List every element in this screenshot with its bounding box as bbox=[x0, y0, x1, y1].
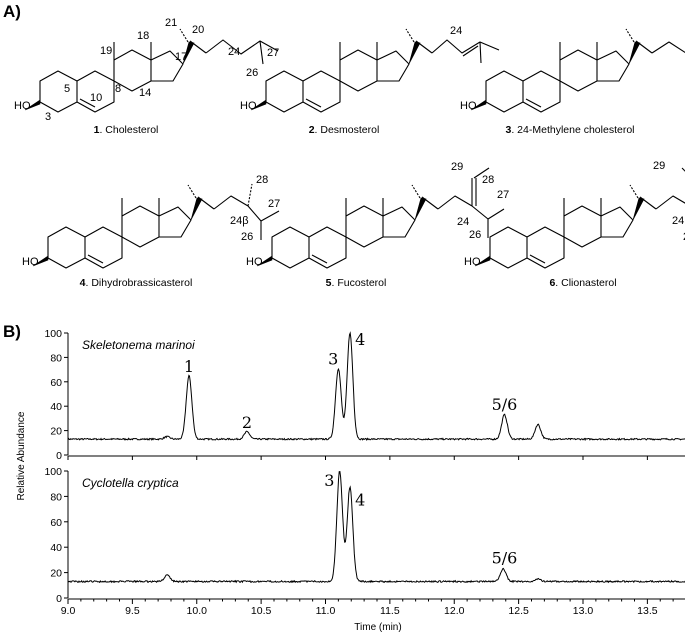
atom-label-24beta: 24β bbox=[672, 215, 685, 227]
ho-label: HO bbox=[246, 256, 263, 268]
x-tick-label: 13.0 bbox=[573, 605, 594, 617]
chromatogram-trace bbox=[67, 331, 685, 442]
x-tick-label: 9.5 bbox=[125, 605, 140, 617]
y-tick-label: 60 bbox=[50, 517, 62, 529]
panel-a-letter: A) bbox=[3, 2, 21, 21]
structure-cholesterol: HO 3 5 10 8 14 19 18 17 21 20 24 27 26 bbox=[14, 17, 279, 123]
atom-label-27: 27 bbox=[267, 47, 279, 59]
y-tick-label: 60 bbox=[50, 377, 62, 389]
caption-compound-4: 4. Dihydrobrassicasterol bbox=[80, 277, 193, 289]
peak-label: 4 bbox=[355, 330, 365, 349]
atom-label-20: 20 bbox=[192, 24, 204, 36]
y-tick-label: 40 bbox=[50, 401, 62, 413]
x-tick-label: 13.5 bbox=[637, 605, 658, 617]
structure-desmosterol: HO 24 bbox=[240, 25, 500, 113]
y-tick-label: 80 bbox=[50, 491, 62, 503]
atom-label-24: 24 bbox=[228, 46, 240, 58]
caption-compound-5: 5. Fucosterol bbox=[326, 277, 387, 289]
x-axis-label: Time (min) bbox=[354, 622, 401, 633]
atom-label-3: 3 bbox=[45, 111, 51, 123]
atom-label-29: 29 bbox=[451, 161, 463, 173]
x-tick-label: 10.0 bbox=[187, 605, 208, 617]
chart-title: Cyclotella cryptica bbox=[82, 476, 179, 490]
structure-clionasterol: HO 29 28 24β 27 26 bbox=[464, 160, 685, 269]
atom-label-14: 14 bbox=[139, 87, 151, 99]
ho-label: HO bbox=[22, 256, 39, 268]
peak-label: 2 bbox=[242, 413, 252, 432]
atom-label-26: 26 bbox=[683, 231, 685, 243]
atom-label-8: 8 bbox=[115, 83, 121, 95]
atom-label-19: 19 bbox=[100, 45, 112, 57]
x-tick-label: 9.0 bbox=[61, 605, 76, 617]
atom-label-24: 24 bbox=[457, 216, 469, 228]
y-tick-label: 20 bbox=[50, 426, 62, 438]
caption-compound-3: 3. 24-Methylene cholesterol bbox=[506, 124, 635, 136]
ho-label: HO bbox=[14, 100, 31, 112]
structure-fucosterol: HO 29 28 24 27 26 bbox=[246, 161, 509, 269]
y-axis-label: Relative Abundance bbox=[16, 411, 27, 500]
y-tick-label: 40 bbox=[50, 542, 62, 554]
atom-label-24beta: 24β bbox=[230, 215, 249, 227]
atom-label-17: 17 bbox=[175, 51, 187, 63]
y-tick-label: 100 bbox=[44, 328, 62, 340]
atom-label-5: 5 bbox=[64, 83, 70, 95]
ho-label: HO bbox=[460, 100, 477, 112]
y-tick-label: 0 bbox=[56, 593, 62, 605]
structure-24-methylene-cholesterol: HO 28 24 27 26 bbox=[460, 28, 685, 113]
atom-label-27: 27 bbox=[497, 189, 509, 201]
peak-label: 5/6 bbox=[492, 395, 518, 414]
atom-label-26: 26 bbox=[469, 229, 481, 241]
atom-label-29: 29 bbox=[653, 160, 665, 172]
peak-label: 3 bbox=[328, 350, 338, 369]
time-axis: 9.0 9.5 10.0 10.5 11.0 11.5 12.0 12.5 13.0 13.5 bbox=[61, 455, 685, 617]
chart-title: Skeletonema marinoi bbox=[82, 338, 195, 352]
atom-label-28: 28 bbox=[256, 174, 268, 186]
panel-b-letter: B) bbox=[3, 322, 21, 341]
ho-label: HO bbox=[464, 256, 481, 268]
x-tick-label: 11.0 bbox=[316, 605, 336, 617]
atom-label-21: 21 bbox=[165, 17, 177, 29]
peak-label: 1 bbox=[184, 357, 194, 376]
x-tick-label: 10.5 bbox=[251, 605, 272, 617]
y-tick-label: 20 bbox=[50, 568, 62, 580]
structure-dihydrobrassicasterol: HO 28 24β 27 26 bbox=[22, 174, 280, 269]
atom-label-27: 27 bbox=[268, 198, 280, 210]
atom-label-24: 24 bbox=[450, 25, 462, 37]
atom-label-28: 28 bbox=[482, 174, 494, 186]
atom-label-18: 18 bbox=[137, 30, 149, 42]
peak-label: 5/6 bbox=[492, 549, 518, 568]
peak-label: 3 bbox=[324, 471, 334, 490]
y-tick-label: 100 bbox=[44, 466, 62, 478]
y-tick-label: 0 bbox=[56, 450, 62, 462]
caption-compound-1: 1. Cholesterol bbox=[94, 124, 159, 136]
caption-compound-6: 6. Clionasterol bbox=[549, 277, 616, 289]
x-tick-label: 12.5 bbox=[508, 605, 529, 617]
x-tick-label: 12.0 bbox=[444, 605, 465, 617]
chromatogram-trace bbox=[67, 471, 685, 584]
ho-label: HO bbox=[240, 100, 257, 112]
x-tick-label: 11.5 bbox=[380, 605, 400, 617]
atom-label-10: 10 bbox=[90, 92, 102, 104]
caption-compound-2: 2. Desmosterol bbox=[309, 124, 380, 136]
y-tick-label: 80 bbox=[50, 352, 62, 364]
atom-label-26: 26 bbox=[241, 231, 253, 243]
atom-label-26: 26 bbox=[246, 67, 258, 79]
peak-label: 4 bbox=[355, 490, 365, 509]
